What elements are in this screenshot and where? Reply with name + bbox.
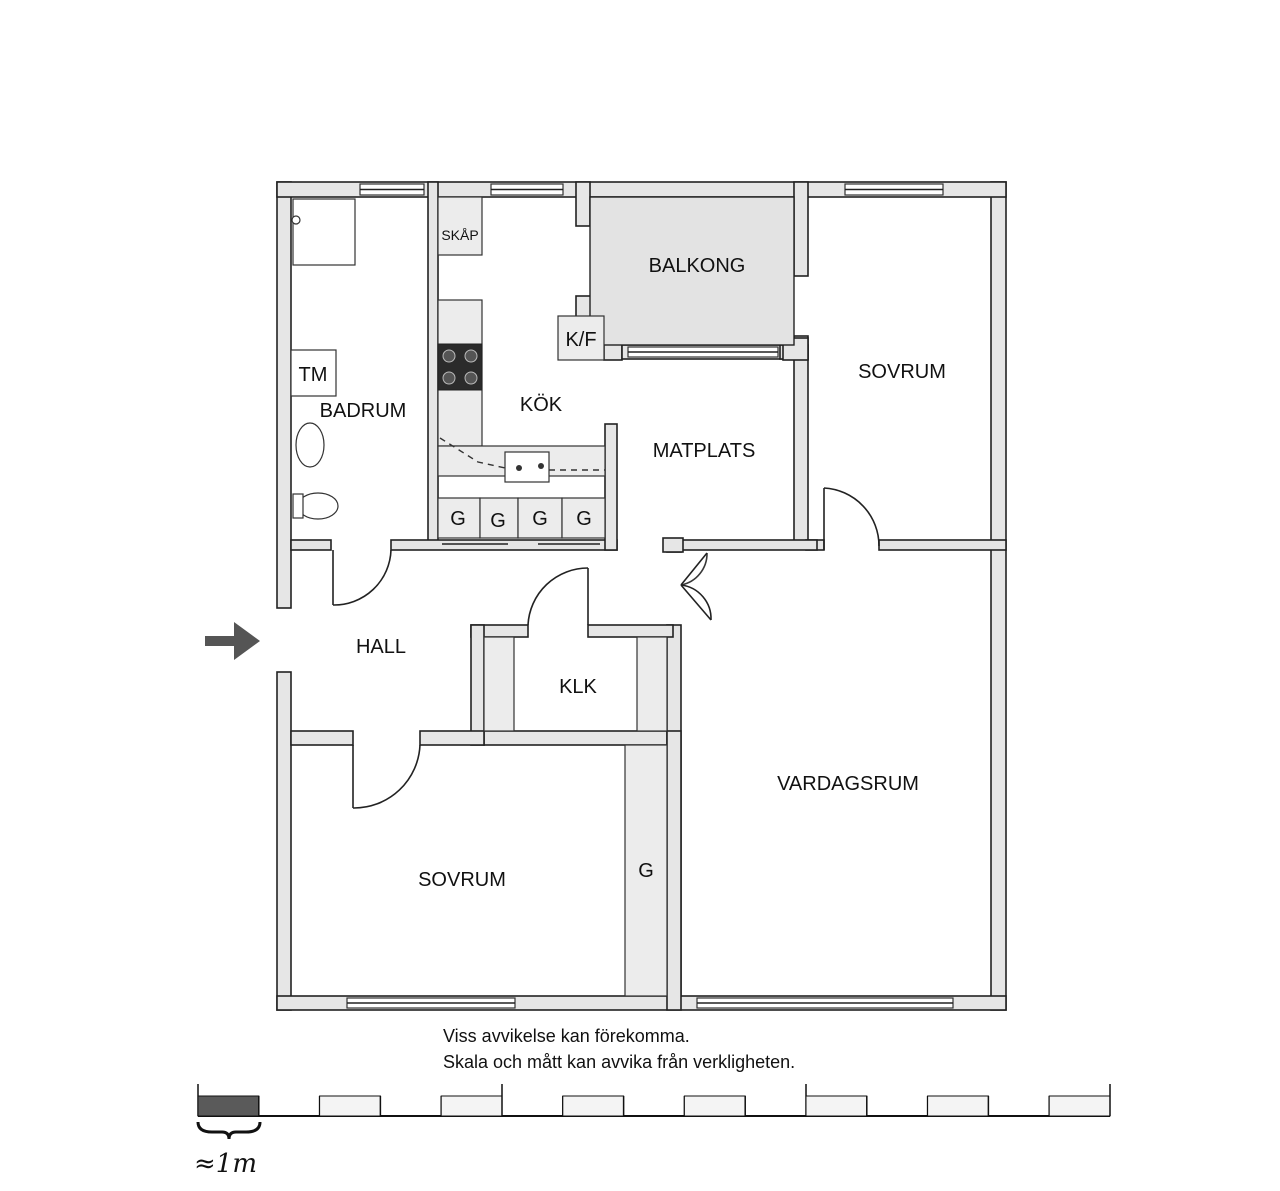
kitchen-fixtures <box>437 196 606 545</box>
klk-label: KLK <box>559 676 597 698</box>
disclaimer-line-1: Viss avvikelse kan förekomma. <box>443 1026 690 1046</box>
windows <box>346 183 954 1009</box>
balcony-floor <box>589 196 795 346</box>
scale-segment <box>683 1095 746 1117</box>
sink-icon <box>295 422 325 468</box>
shower-area <box>292 198 356 266</box>
scale-brace-icon <box>196 1121 262 1140</box>
kok-label: KÖK <box>520 394 563 416</box>
bathroom-fixtures <box>290 198 356 520</box>
scale-segment <box>319 1095 381 1117</box>
entrance-arrow-icon <box>205 622 260 660</box>
scale-segment <box>1048 1095 1111 1117</box>
fridge-freezer <box>557 315 605 361</box>
scale-bar <box>197 1084 1111 1117</box>
disclaimer-line-2: Skala och mått kan avvika från verklighe… <box>443 1052 795 1072</box>
badrum-label: BADRUM <box>320 400 407 422</box>
vardagsrum-label: VARDAGSRUM <box>777 773 919 795</box>
sovrum-top-label: SOVRUM <box>858 361 946 383</box>
stove-icon <box>437 343 483 391</box>
balkong-label: BALKONG <box>649 255 746 277</box>
sovrum-bottom-label: SOVRUM <box>418 869 506 891</box>
g-kitchen-1-label: G <box>450 508 466 530</box>
hall-label: HALL <box>356 636 406 658</box>
tm-label: TM <box>299 364 328 386</box>
room-labels: SKÅP BALKONG K/F SOVRUM TM BADRUM KÖK MA… <box>299 227 946 891</box>
scale-label: ≈1m <box>194 1149 257 1179</box>
scale-segment <box>562 1095 625 1117</box>
g-bedroom-label: G <box>638 860 654 882</box>
g-kitchen-4-label: G <box>576 508 592 530</box>
skap-label: SKÅP <box>441 227 478 243</box>
shower-head-icon <box>291 215 301 225</box>
doors <box>332 487 880 809</box>
g-kitchen-2-label: G <box>490 510 506 532</box>
scale-segment <box>805 1095 868 1117</box>
scale-segment <box>927 1095 989 1117</box>
g-kitchen-3-label: G <box>532 508 548 530</box>
wardrobes <box>483 636 668 997</box>
kitchen-sink-icon <box>504 451 550 483</box>
scale-segment <box>440 1095 503 1117</box>
closet <box>437 196 483 256</box>
bedroom-wardrobe <box>624 744 668 997</box>
matplats-label: MATPLATS <box>653 440 756 462</box>
washing-machine <box>290 349 337 397</box>
toilet-icon <box>297 492 339 520</box>
kf-label: K/F <box>565 329 596 351</box>
scale-segment <box>197 1095 260 1117</box>
